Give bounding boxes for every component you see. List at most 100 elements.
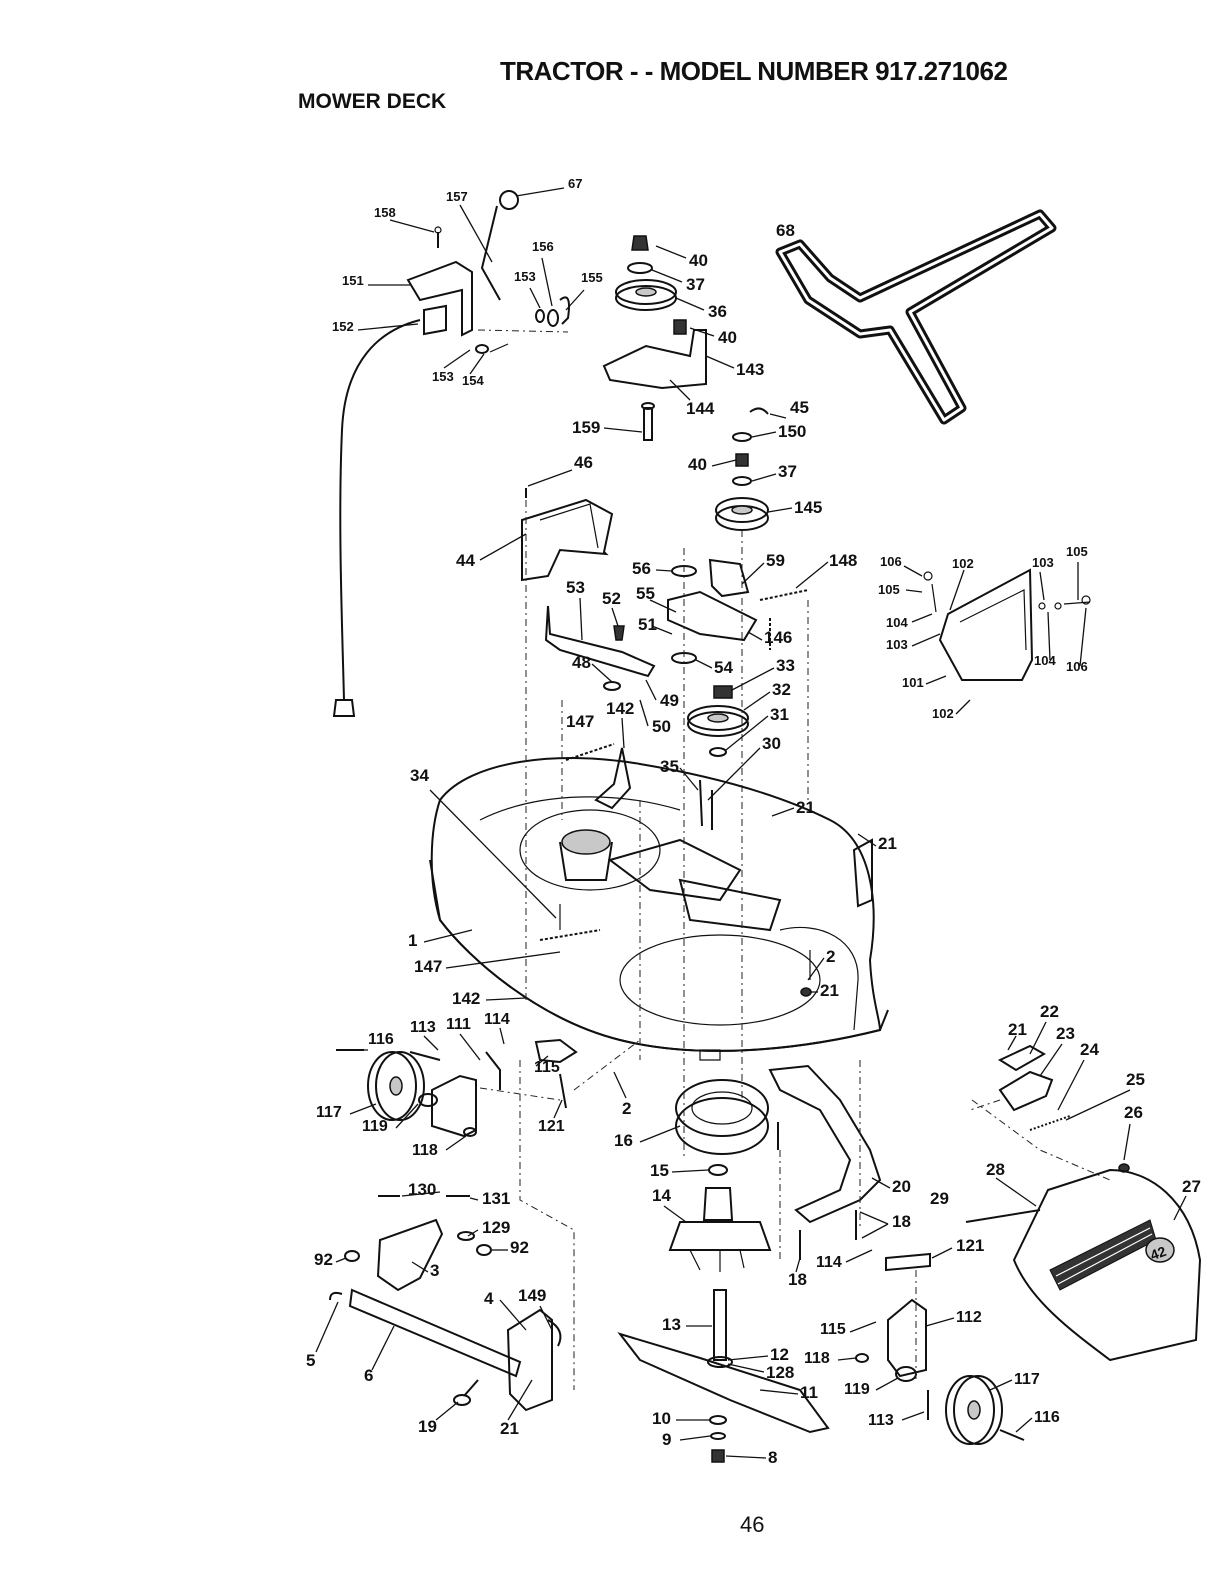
callout-19: 19 (418, 1417, 437, 1436)
callout-148: 148 (829, 551, 857, 570)
callout-117: 117 (1014, 1371, 1040, 1388)
callout-55: 55 (636, 584, 655, 603)
callout-11: 11 (800, 1383, 818, 1402)
callout-121: 121 (956, 1236, 984, 1255)
callout-114: 114 (816, 1254, 842, 1271)
callout-21: 21 (500, 1419, 519, 1438)
callout-56: 56 (632, 559, 651, 578)
bracket-151 (406, 260, 473, 337)
rear-hanger-assembly: 42 (965, 1044, 1202, 1362)
housing-14 (668, 1221, 772, 1251)
callout-119: 119 (362, 1118, 388, 1135)
callout-111: 111 (446, 1016, 471, 1033)
callout-149: 149 (518, 1286, 546, 1305)
guard-16 (675, 1079, 769, 1137)
callout-36: 36 (708, 302, 727, 321)
plate-55 (667, 590, 758, 642)
callout-146: 146 (764, 628, 792, 647)
wheel-117 (367, 1051, 417, 1121)
pulley-145-stack (715, 407, 769, 531)
bolt-159 (643, 407, 653, 441)
wheel-117b (945, 1375, 995, 1445)
callout-16: 16 (614, 1131, 633, 1150)
gauge-wheel-left (336, 1038, 578, 1138)
cable-152 (339, 319, 421, 701)
callout-102: 102 (952, 556, 974, 571)
bracket-plate (423, 304, 447, 336)
callout-121: 121 (538, 1118, 565, 1135)
callout-116: 116 (368, 1031, 394, 1048)
callout-128: 128 (766, 1363, 794, 1382)
callout-48: 48 (572, 653, 591, 672)
callout-22: 22 (1040, 1002, 1059, 1021)
callout-154: 154 (462, 373, 484, 388)
callout-115: 115 (534, 1059, 560, 1076)
callout-21: 21 (1008, 1020, 1027, 1039)
callout-40: 40 (689, 251, 708, 270)
callout-102: 102 (932, 706, 954, 721)
callout-159: 159 (572, 418, 600, 437)
plate-121 (885, 1252, 931, 1272)
idler-arm-143 (602, 329, 707, 390)
callout-3: 3 (430, 1261, 439, 1280)
callout-105: 105 (1066, 544, 1088, 559)
callout-49: 49 (660, 691, 679, 710)
callout-2: 2 (826, 947, 835, 966)
cable-end (332, 699, 356, 717)
callout-2: 2 (622, 1099, 631, 1118)
callout-13: 13 (662, 1315, 681, 1334)
callout-25: 25 (1126, 1070, 1145, 1089)
callout-157: 157 (446, 189, 468, 204)
callout-144: 144 (686, 399, 715, 418)
leader-lines (315, 187, 1187, 1459)
callout-18: 18 (892, 1212, 911, 1231)
callout-143: 143 (736, 360, 764, 379)
callout-21: 21 (878, 834, 897, 853)
bracket-115 (534, 1038, 578, 1064)
callout-9: 9 (662, 1430, 671, 1449)
knob-67 (499, 190, 519, 210)
callout-12: 12 (770, 1345, 789, 1364)
callout-15: 15 (650, 1161, 669, 1180)
callout-114: 114 (484, 1011, 510, 1028)
callout-23: 23 (1056, 1024, 1075, 1043)
callout-103: 103 (1032, 555, 1054, 570)
callout-30: 30 (762, 734, 781, 753)
idler-pulley-stack (602, 235, 707, 441)
callout-40: 40 (688, 455, 707, 474)
pulley-36 (615, 279, 677, 305)
callout-92: 92 (314, 1250, 333, 1269)
lift-cable-assembly (332, 190, 570, 717)
callout-1: 1 (408, 931, 417, 950)
callout-153: 153 (432, 369, 454, 384)
callout-131: 131 (482, 1189, 510, 1208)
belt-68 (775, 209, 1057, 425)
pulley-32 (687, 705, 749, 731)
bracket-3 (376, 1218, 444, 1292)
callout-21: 21 (820, 981, 839, 1000)
callout-24: 24 (1080, 1040, 1099, 1059)
blade-11 (617, 1332, 830, 1434)
bracket-23 (998, 1070, 1054, 1112)
bracket-21 (852, 838, 873, 908)
mulch-cover-27 (1012, 1168, 1202, 1362)
callout-50: 50 (652, 717, 671, 736)
callout-152: 152 (332, 319, 354, 334)
callout-150: 150 (778, 422, 806, 441)
callout-54: 54 (714, 658, 733, 677)
callout-112: 112 (956, 1309, 982, 1326)
callout-4: 4 (484, 1289, 494, 1308)
callout-37: 37 (686, 275, 705, 294)
callout-53: 53 (566, 578, 585, 597)
callout-92: 92 (510, 1238, 529, 1257)
callout-67: 67 (568, 176, 582, 191)
bracket-112 (887, 1298, 927, 1378)
arm-142 (594, 747, 632, 810)
arm-53 (544, 605, 656, 678)
callout-33: 33 (776, 656, 795, 675)
callout-118: 118 (804, 1350, 830, 1367)
callout-29: 29 (930, 1189, 949, 1208)
spring-25 (1029, 1115, 1071, 1131)
shaft-13 (713, 1289, 727, 1361)
